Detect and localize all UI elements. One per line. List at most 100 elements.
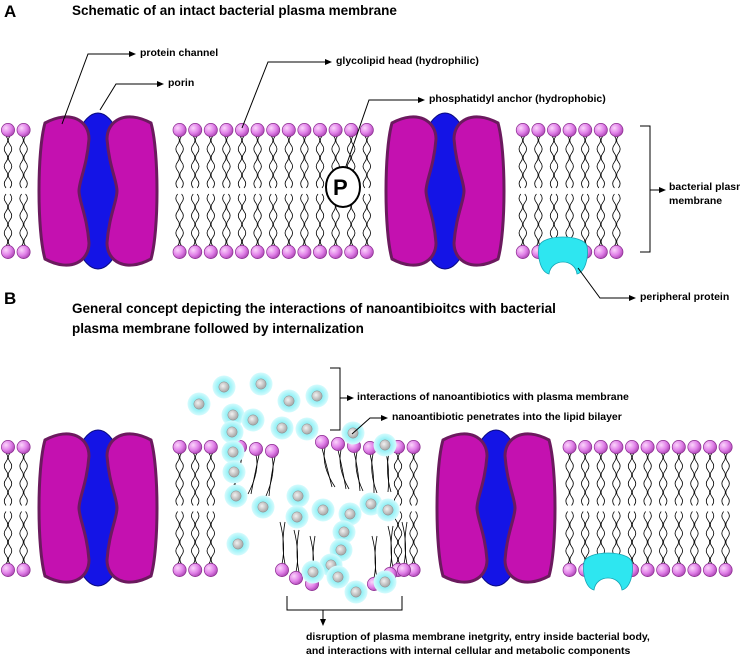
lipid-head: [266, 123, 281, 137]
lipid-tail: [387, 452, 392, 493]
callout-porin: [99, 83, 160, 111]
callout-protein-channel: [61, 53, 132, 125]
lipid-tail: [257, 135, 262, 189]
lipid-tail: [195, 452, 200, 506]
lipid-tail: [23, 135, 28, 189]
nanoparticle-core: [307, 566, 319, 578]
nanoparticle-core: [283, 395, 295, 407]
lipid-tail: [7, 135, 13, 189]
nanoparticle-core: [344, 508, 356, 520]
lipid-tail: [191, 135, 196, 189]
lipid-tail: [247, 454, 258, 495]
callout-lines: [61, 51, 666, 626]
nanoparticle-core: [335, 544, 347, 556]
lipid-head: [593, 123, 608, 137]
lipid-head: [281, 123, 296, 137]
panel-a-letter: A: [4, 2, 17, 21]
lipid-tail: [250, 454, 260, 495]
lipid-tail: [284, 135, 289, 189]
lipid-tail: [647, 452, 652, 506]
lipid-tail: [581, 135, 586, 189]
lipid-tail: [210, 452, 215, 506]
lipid-head: [718, 563, 733, 577]
lipid-head: [172, 440, 187, 454]
lipid-tail: [273, 135, 278, 189]
nanoparticle-core: [226, 426, 238, 438]
lipid-head: [275, 563, 289, 577]
lipid-head: [593, 245, 608, 259]
lipid-tail: [269, 135, 274, 189]
label-disruption-1: disruption of plasma membrane inetgrity,…: [306, 631, 650, 643]
lipid-tail: [300, 193, 305, 247]
lipid-tail: [7, 511, 13, 565]
lipid-tail: [279, 521, 284, 565]
lipid-tail: [674, 452, 679, 506]
lipid-head: [219, 123, 234, 137]
lipid-tail: [362, 135, 367, 189]
lipid-head: [250, 123, 265, 137]
protein-channel: [384, 115, 438, 267]
lipid-tail: [522, 193, 527, 247]
lipid-head: [578, 123, 593, 137]
lipid-tail: [337, 449, 347, 490]
lipid-head: [1, 245, 15, 259]
lipid-tail: [627, 452, 633, 506]
lipid-tail: [284, 193, 289, 247]
membrane-proteins: [37, 112, 633, 591]
lipid-tail: [390, 525, 394, 569]
protein-channel: [105, 432, 159, 584]
lipid-tail: [206, 135, 211, 189]
lipid-head: [687, 440, 702, 454]
lipid-tail: [206, 452, 211, 506]
lipid-head: [266, 245, 281, 259]
lipid-tail: [304, 193, 309, 247]
protein-channel: [37, 115, 91, 267]
lipid-tail: [195, 193, 200, 247]
protein-channel: [105, 115, 159, 267]
lipid-head: [703, 440, 717, 454]
lipid-head: [281, 245, 296, 259]
lipid-tail: [565, 135, 570, 189]
nanoparticle-core: [311, 390, 323, 402]
lipid-head: [1, 563, 15, 577]
lipid-tail: [725, 452, 730, 506]
lipid-tail: [195, 135, 200, 189]
label-porin: porin: [168, 77, 195, 89]
lipid-tail: [616, 193, 621, 247]
lipid-head: [313, 245, 327, 259]
panel-b-title-line1: General concept depicting the interactio…: [72, 301, 556, 316]
lipid-tail: [241, 135, 247, 189]
lipid-tail: [300, 135, 305, 189]
lipid-head: [235, 123, 249, 137]
lipid-head: [188, 245, 203, 259]
lipid-tail: [226, 193, 231, 247]
lipid-head: [219, 245, 234, 259]
lipid-tail: [643, 452, 648, 506]
nanoparticle-core: [257, 501, 269, 513]
lipid-tail: [721, 452, 726, 506]
lipid-tail: [631, 452, 637, 506]
label-disruption-2: and interactions with internal cellular …: [306, 645, 631, 657]
lipid-tail: [553, 135, 559, 189]
lipid-tail: [369, 453, 375, 494]
lipid-tail: [362, 193, 367, 247]
lipid-tail: [616, 135, 621, 189]
lipid-head: [359, 245, 374, 259]
label-protein-channel: protein channel: [140, 47, 219, 59]
lipid-head: [331, 437, 345, 451]
lipid-tail: [678, 511, 683, 565]
lipid-tail: [191, 193, 196, 247]
label-interactions: interactions of nanoantibiotics with pla…: [357, 391, 629, 403]
lipid-tail: [600, 135, 605, 189]
lipid-tail: [721, 511, 726, 565]
lipid-head: [172, 563, 187, 577]
lipid-tail: [534, 135, 539, 189]
lipid-head: [671, 440, 686, 454]
peripheral-protein: [538, 236, 588, 275]
nanoparticle-core: [332, 571, 344, 583]
lipid-tail: [397, 452, 403, 506]
protein-channel: [435, 432, 489, 584]
interaction-bracket: [330, 367, 341, 431]
lipid-head: [250, 245, 265, 259]
disruption-bracket: [286, 596, 403, 611]
